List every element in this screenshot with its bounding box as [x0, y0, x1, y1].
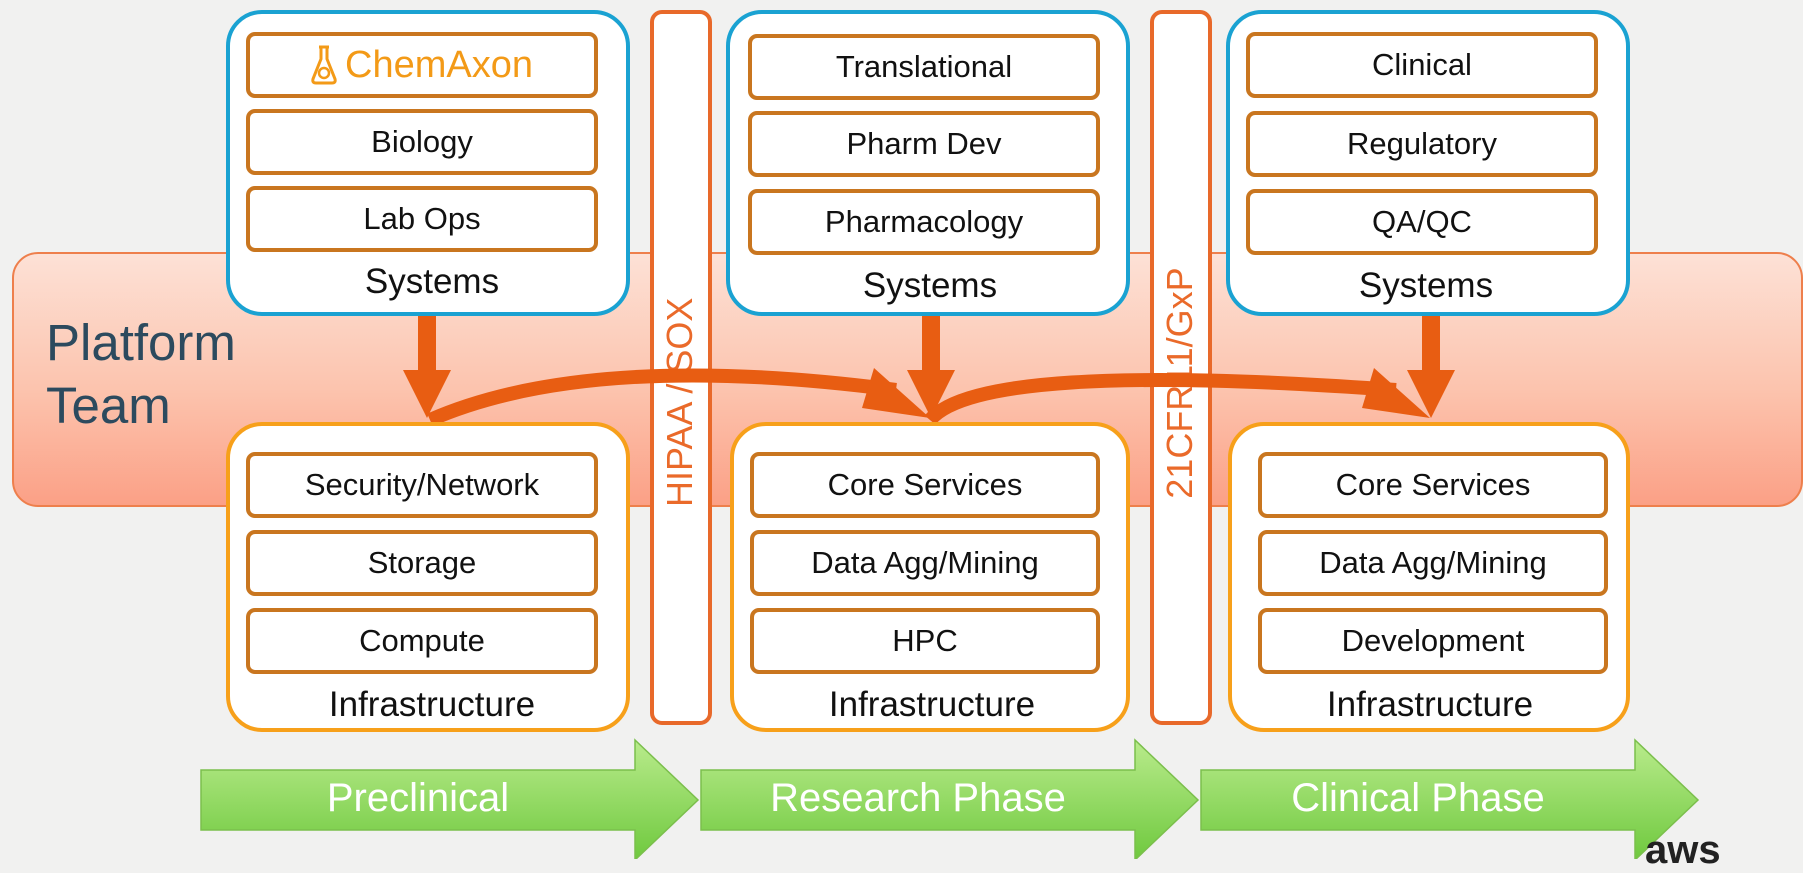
- infrastructure-item-security-network: Security/Network: [246, 452, 598, 518]
- infrastructure-item-data-agg-mining-clinical: Data Agg/Mining: [1258, 530, 1608, 596]
- systems-item-lab-ops: Lab Ops: [246, 186, 598, 252]
- infrastructure-item-core-services-clinical: Core Services: [1258, 452, 1608, 518]
- infrastructure-label-clinical: Infrastructure: [1326, 685, 1534, 724]
- infrastructure-item-storage: Storage: [246, 530, 598, 596]
- phase-label-clinical: Clinical Phase: [1291, 776, 1545, 820]
- systems-item-chemaxon: ChemAxon: [246, 32, 598, 98]
- platform-team-label: Platform Team: [46, 314, 236, 434]
- systems-item-regulatory: Regulatory: [1246, 111, 1598, 177]
- infrastructure-item-development: Development: [1258, 608, 1608, 674]
- phase-label-research: Research Phase: [770, 776, 1066, 820]
- systems-item-clinical: Clinical: [1246, 32, 1598, 98]
- compliance-bar-21cfr11-gxp: [1150, 10, 1212, 725]
- phase-label-preclinical: Preclinical: [326, 776, 510, 820]
- chemaxon-logo-text: ChemAxon: [345, 43, 533, 86]
- infrastructure-item-hpc: HPC: [750, 608, 1100, 674]
- systems-item-biology: Biology: [246, 109, 598, 175]
- systems-item-qa-qc: QA/QC: [1246, 189, 1598, 255]
- flask-icon: [311, 45, 337, 85]
- infrastructure-label-preclinical: Infrastructure: [328, 685, 536, 724]
- compliance-label-hipaa-sox: HIPAA / SOX: [659, 297, 700, 507]
- infrastructure-label-research: Infrastructure: [828, 685, 1036, 724]
- systems-item-pharm-dev: Pharm Dev: [748, 111, 1100, 177]
- compliance-bar-hipaa-sox: [650, 10, 712, 725]
- systems-label-preclinical: Systems: [364, 262, 500, 301]
- infrastructure-item-compute: Compute: [246, 608, 598, 674]
- compliance-label-21cfr11-gxp: 21CFR11/GxP: [1159, 267, 1200, 499]
- systems-label-research: Systems: [862, 266, 998, 305]
- systems-item-pharmacology: Pharmacology: [748, 189, 1100, 255]
- systems-item-translational: Translational: [748, 34, 1100, 100]
- aws-logo: aws: [1645, 828, 1721, 872]
- systems-label-clinical: Systems: [1358, 266, 1494, 305]
- infrastructure-item-data-agg-mining: Data Agg/Mining: [750, 530, 1100, 596]
- infrastructure-item-core-services: Core Services: [750, 452, 1100, 518]
